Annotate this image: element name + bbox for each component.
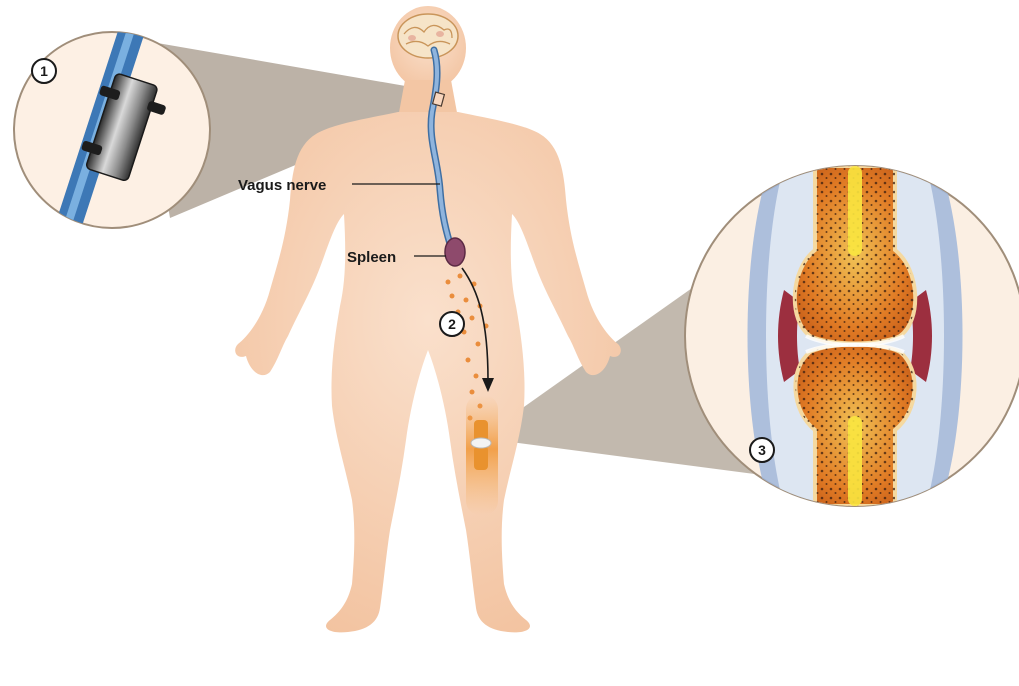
step-marker-2: 2	[440, 312, 464, 336]
brain-icon	[398, 14, 458, 58]
spleen-label: Spleen	[347, 249, 396, 266]
spleen-icon	[445, 238, 465, 266]
step-1-number: 1	[40, 63, 48, 79]
step-2-number: 2	[448, 316, 456, 332]
step-marker-3: 3	[750, 438, 774, 462]
callout-3-magnifier	[685, 166, 1019, 506]
vagus-nerve-label: Vagus nerve	[238, 177, 326, 194]
knee-joint-icon	[471, 420, 491, 470]
bone-marrow	[848, 166, 862, 256]
step-3-number: 3	[758, 442, 766, 458]
step-marker-1: 1	[32, 59, 56, 83]
